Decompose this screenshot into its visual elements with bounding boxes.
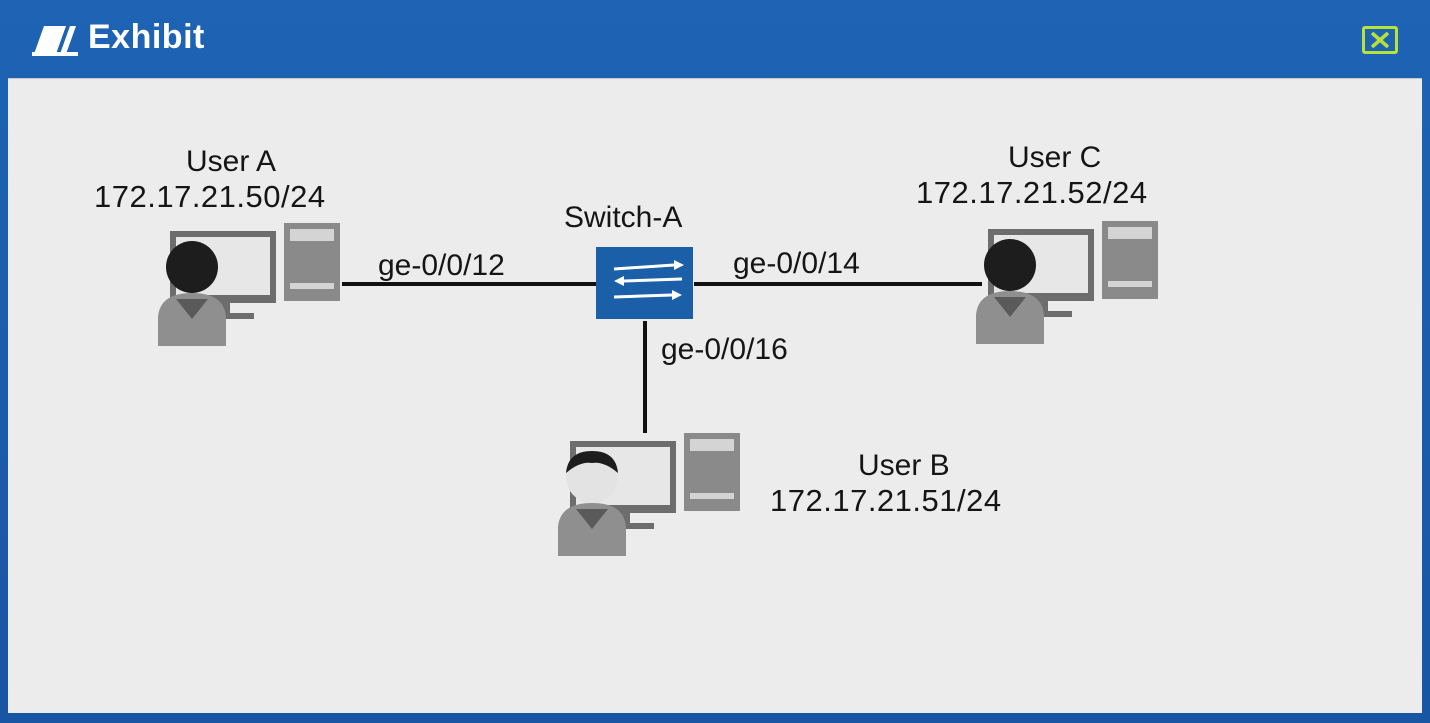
user-b-ip: 172.17.21.51/24: [770, 483, 1002, 518]
user-c-ip: 172.17.21.52/24: [916, 175, 1148, 210]
workstation-icon-user-b: [558, 433, 740, 556]
workstation-icon-user-a: [158, 223, 340, 346]
switch-name: Switch-A: [564, 201, 683, 234]
network-diagram: [158, 221, 1158, 556]
user-a-ip: 172.17.21.50/24: [94, 179, 326, 214]
close-icon: [1370, 31, 1390, 49]
close-button[interactable]: [1362, 26, 1398, 54]
user-b-name: User B: [858, 449, 950, 482]
port-user-c: ge-0/0/14: [733, 247, 860, 280]
exhibit-content: User A 172.17.21.50/24 Switch-A User C 1…: [8, 78, 1422, 713]
port-user-a: ge-0/0/12: [378, 249, 505, 282]
window-title: Exhibit: [88, 18, 205, 56]
port-user-b: ge-0/0/16: [661, 333, 788, 366]
user-c-name: User C: [1008, 141, 1102, 174]
user-a-name: User A: [186, 145, 277, 178]
title-bar: Exhibit: [0, 0, 1430, 78]
workstation-icon-user-c: [976, 221, 1158, 344]
switch-icon: [596, 247, 693, 319]
exhibit-icon: [32, 26, 78, 56]
